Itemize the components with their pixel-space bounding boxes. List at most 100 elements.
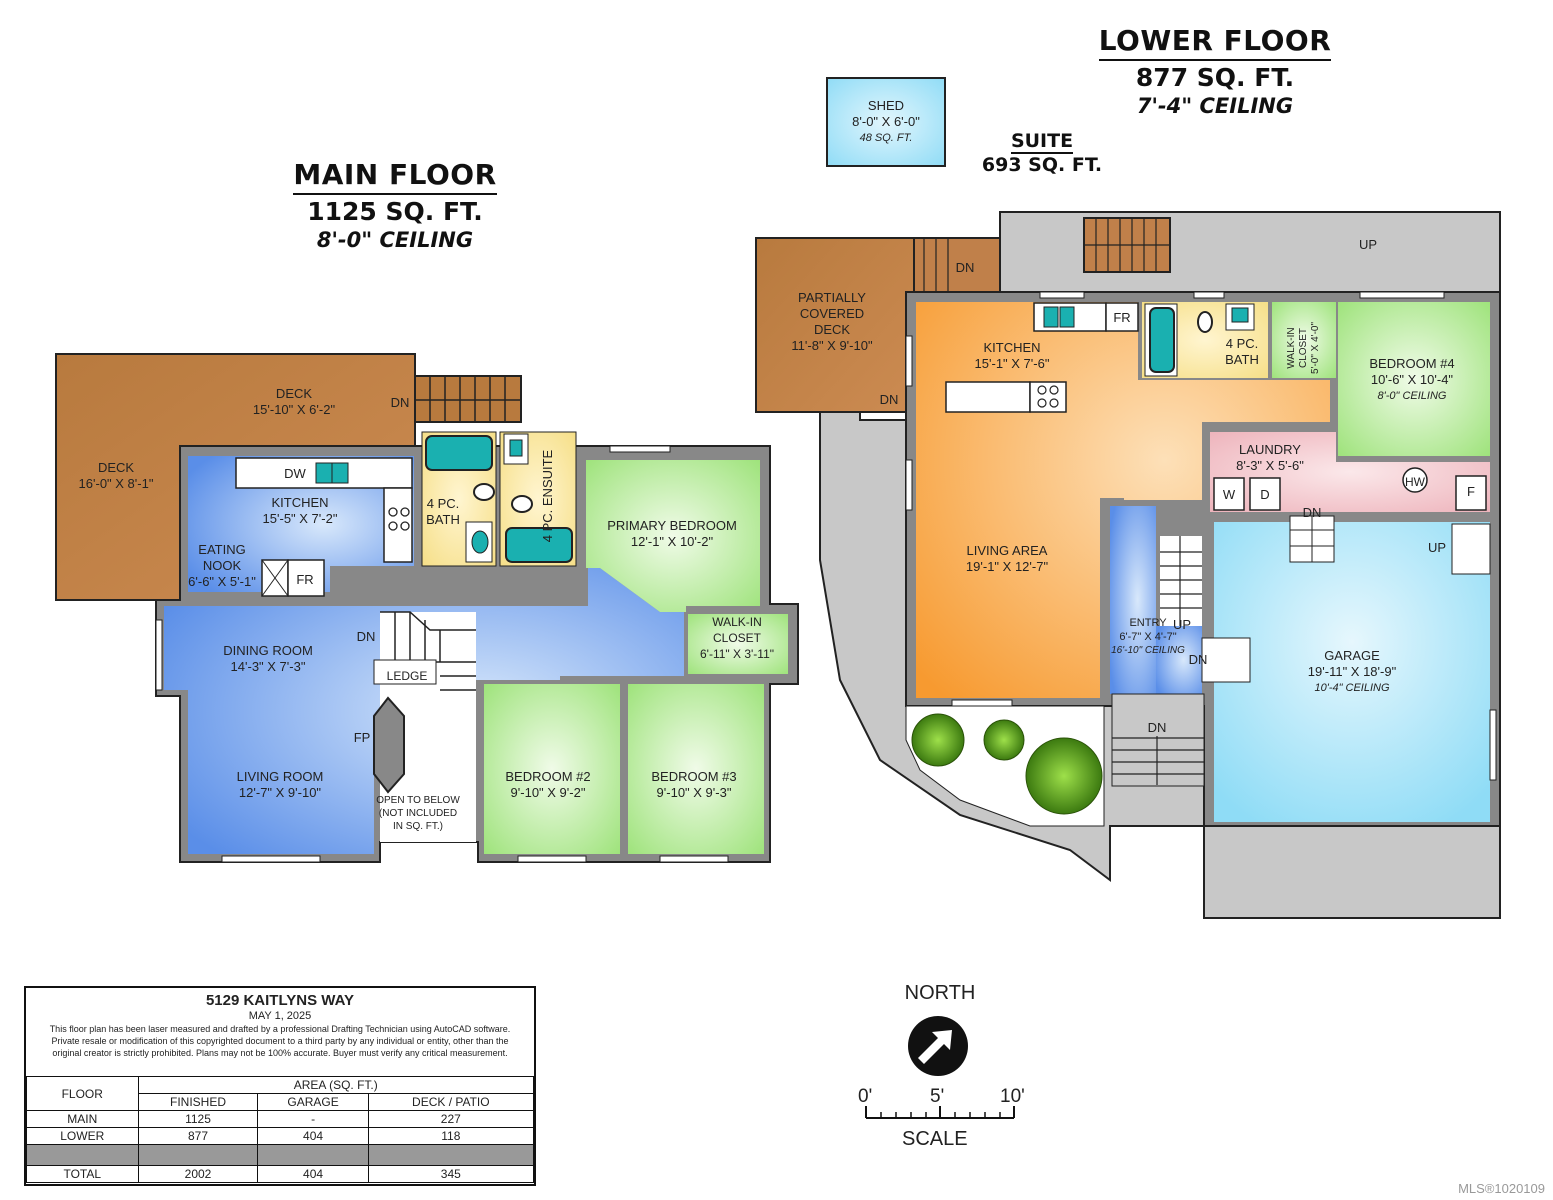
disclaimer-line: original creator is strictly prohibited.…	[52, 1048, 508, 1058]
plan-date: MAY 1, 2025	[248, 1010, 312, 1022]
north-label: NORTH	[904, 982, 976, 1004]
room-ensuite: 4 PC. ENSUITE	[540, 450, 556, 542]
dn-exterior-label: DN	[1147, 720, 1167, 735]
table-row-spacer	[26, 1144, 535, 1166]
dn-deck-label: DN	[879, 392, 899, 407]
cell-deck: 227	[367, 1110, 535, 1128]
cell-deck: 345	[367, 1165, 535, 1183]
cell-finished: 2002	[137, 1165, 259, 1183]
suite-area: 693 SQ. FT.	[981, 154, 1103, 176]
dn-deck-stair-label: DN	[955, 260, 975, 275]
shed-label: SHED 8'-0" X 6'-0" 48 SQ. FT.	[852, 98, 920, 146]
up-exterior-label: UP	[1358, 237, 1378, 252]
header-deck-patio: DECK / PATIO	[367, 1093, 535, 1111]
main-floor-heading: MAIN FLOOR	[293, 158, 497, 195]
suite-heading: SUITE	[1010, 130, 1074, 154]
scale-tick-5: 5'	[930, 1086, 945, 1107]
room-name: DINING ROOM	[223, 643, 313, 658]
shed-area: 48 SQ. FT.	[859, 132, 913, 144]
header-finished: FINISHED	[137, 1093, 259, 1111]
room-dims: 16'-0" X 8'-1"	[78, 476, 154, 491]
main-floor-title: MAIN FLOOR 1125 SQ. FT. 8'-0" CEILING	[290, 158, 500, 252]
area-table: FLOOR AREA (SQ. FT.) FINISHED GARAGE DEC…	[26, 1076, 535, 1183]
room-name: DECK	[275, 386, 313, 401]
fireplace-label: FP	[353, 730, 371, 745]
room-dims: 9'-10" X 9'-3"	[656, 785, 732, 800]
room-ceiling: 16'-10" CEILING	[1111, 645, 1185, 656]
scale-tick-0: 0'	[858, 1086, 873, 1107]
room-name: KITCHEN	[271, 495, 329, 510]
dn-laundry-label: DN	[1302, 505, 1322, 520]
room-dims: 6'-7" X 4'-7"	[1119, 631, 1177, 643]
scale-label: SCALE	[902, 1128, 968, 1150]
main-floor-area: 1125 SQ. FT.	[307, 197, 483, 226]
room-name: GARAGE	[1324, 648, 1380, 663]
header-area: AREA (SQ. FT.)	[137, 1076, 535, 1094]
cell-finished: 1125	[137, 1110, 259, 1128]
lower-floor-ceiling: 7'-4" CEILING	[1136, 94, 1294, 118]
cell-garage: -	[257, 1110, 369, 1128]
north-arrow-icon	[908, 1016, 968, 1076]
disclaimer-line: Private resale or modification of this c…	[51, 1036, 509, 1046]
cell-floor: MAIN	[26, 1110, 139, 1128]
disclaimer: This floor plan has been laser measured …	[26, 1023, 534, 1059]
room-dims: 19'-1" X 12'-7"	[965, 559, 1049, 574]
room-bath-main: 4 PC. BATH	[421, 496, 465, 528]
room-dims: 5'-0" X 4'-0"	[1310, 321, 1321, 375]
room-name: WALK-IN CLOSET	[1286, 327, 1309, 369]
lower-floor-title: LOWER FLOOR 877 SQ. FT. 7'-4" CEILING	[1095, 24, 1335, 118]
ledge-label: LEDGE	[386, 669, 428, 683]
room-name: 4 PC. BATH	[426, 496, 460, 527]
cell-floor: TOTAL	[26, 1165, 139, 1183]
furnace-label: F	[1467, 484, 1475, 499]
main-floor-plan	[55, 353, 799, 863]
room-dims: 12'-1" X 10'-2"	[630, 534, 714, 549]
room-ceiling: 10'-4" CEILING	[1314, 682, 1390, 694]
scale-tick-10: 10'	[1000, 1086, 1025, 1107]
room-name: EATING NOOK	[198, 542, 246, 573]
room-name: PARTIALLY COVERED DECK	[798, 290, 866, 337]
room-name: KITCHEN	[983, 340, 1041, 355]
room-name: BEDROOM #2	[505, 769, 591, 784]
room-dims: 11'-8" X 9'-10"	[791, 338, 873, 353]
room-name: WALK-IN CLOSET	[712, 615, 762, 645]
room-name: PRIMARY BEDROOM	[607, 518, 737, 533]
room-name: 4 PC. ENSUITE	[540, 449, 555, 543]
cell-deck: 118	[367, 1127, 535, 1145]
room-dims: 8'-3" X 5'-6"	[1236, 458, 1304, 473]
cell-garage: 404	[257, 1127, 369, 1145]
room-name: LIVING AREA	[966, 543, 1048, 558]
fridge-label-lower: FR	[1113, 310, 1131, 325]
room-name: ENTRY	[1129, 617, 1167, 629]
open-below-line1: OPEN TO BELOW	[376, 795, 460, 806]
main-floor-ceiling: 8'-0" CEILING	[316, 228, 474, 252]
room-dims: 15'-5" X 7'-2"	[262, 511, 338, 526]
table-row: LOWER 877 404 118	[26, 1127, 535, 1145]
shed-dims: 8'-0" X 6'-0"	[852, 114, 920, 129]
room-dims: 12'-7" X 9'-10"	[238, 785, 322, 800]
room-dims: 6'-6" X 5'-1"	[188, 574, 256, 589]
room-dims: 14'-3" X 7'-3"	[230, 659, 306, 674]
room-name: LIVING ROOM	[236, 769, 324, 784]
dryer-label: D	[1260, 487, 1270, 502]
cell-floor: LOWER	[26, 1127, 139, 1145]
up-entry-label: UP	[1172, 617, 1192, 632]
room-name: 4 PC. BATH	[1225, 336, 1259, 367]
fridge-label: FR	[296, 572, 314, 587]
room-name: DECK	[97, 460, 135, 475]
